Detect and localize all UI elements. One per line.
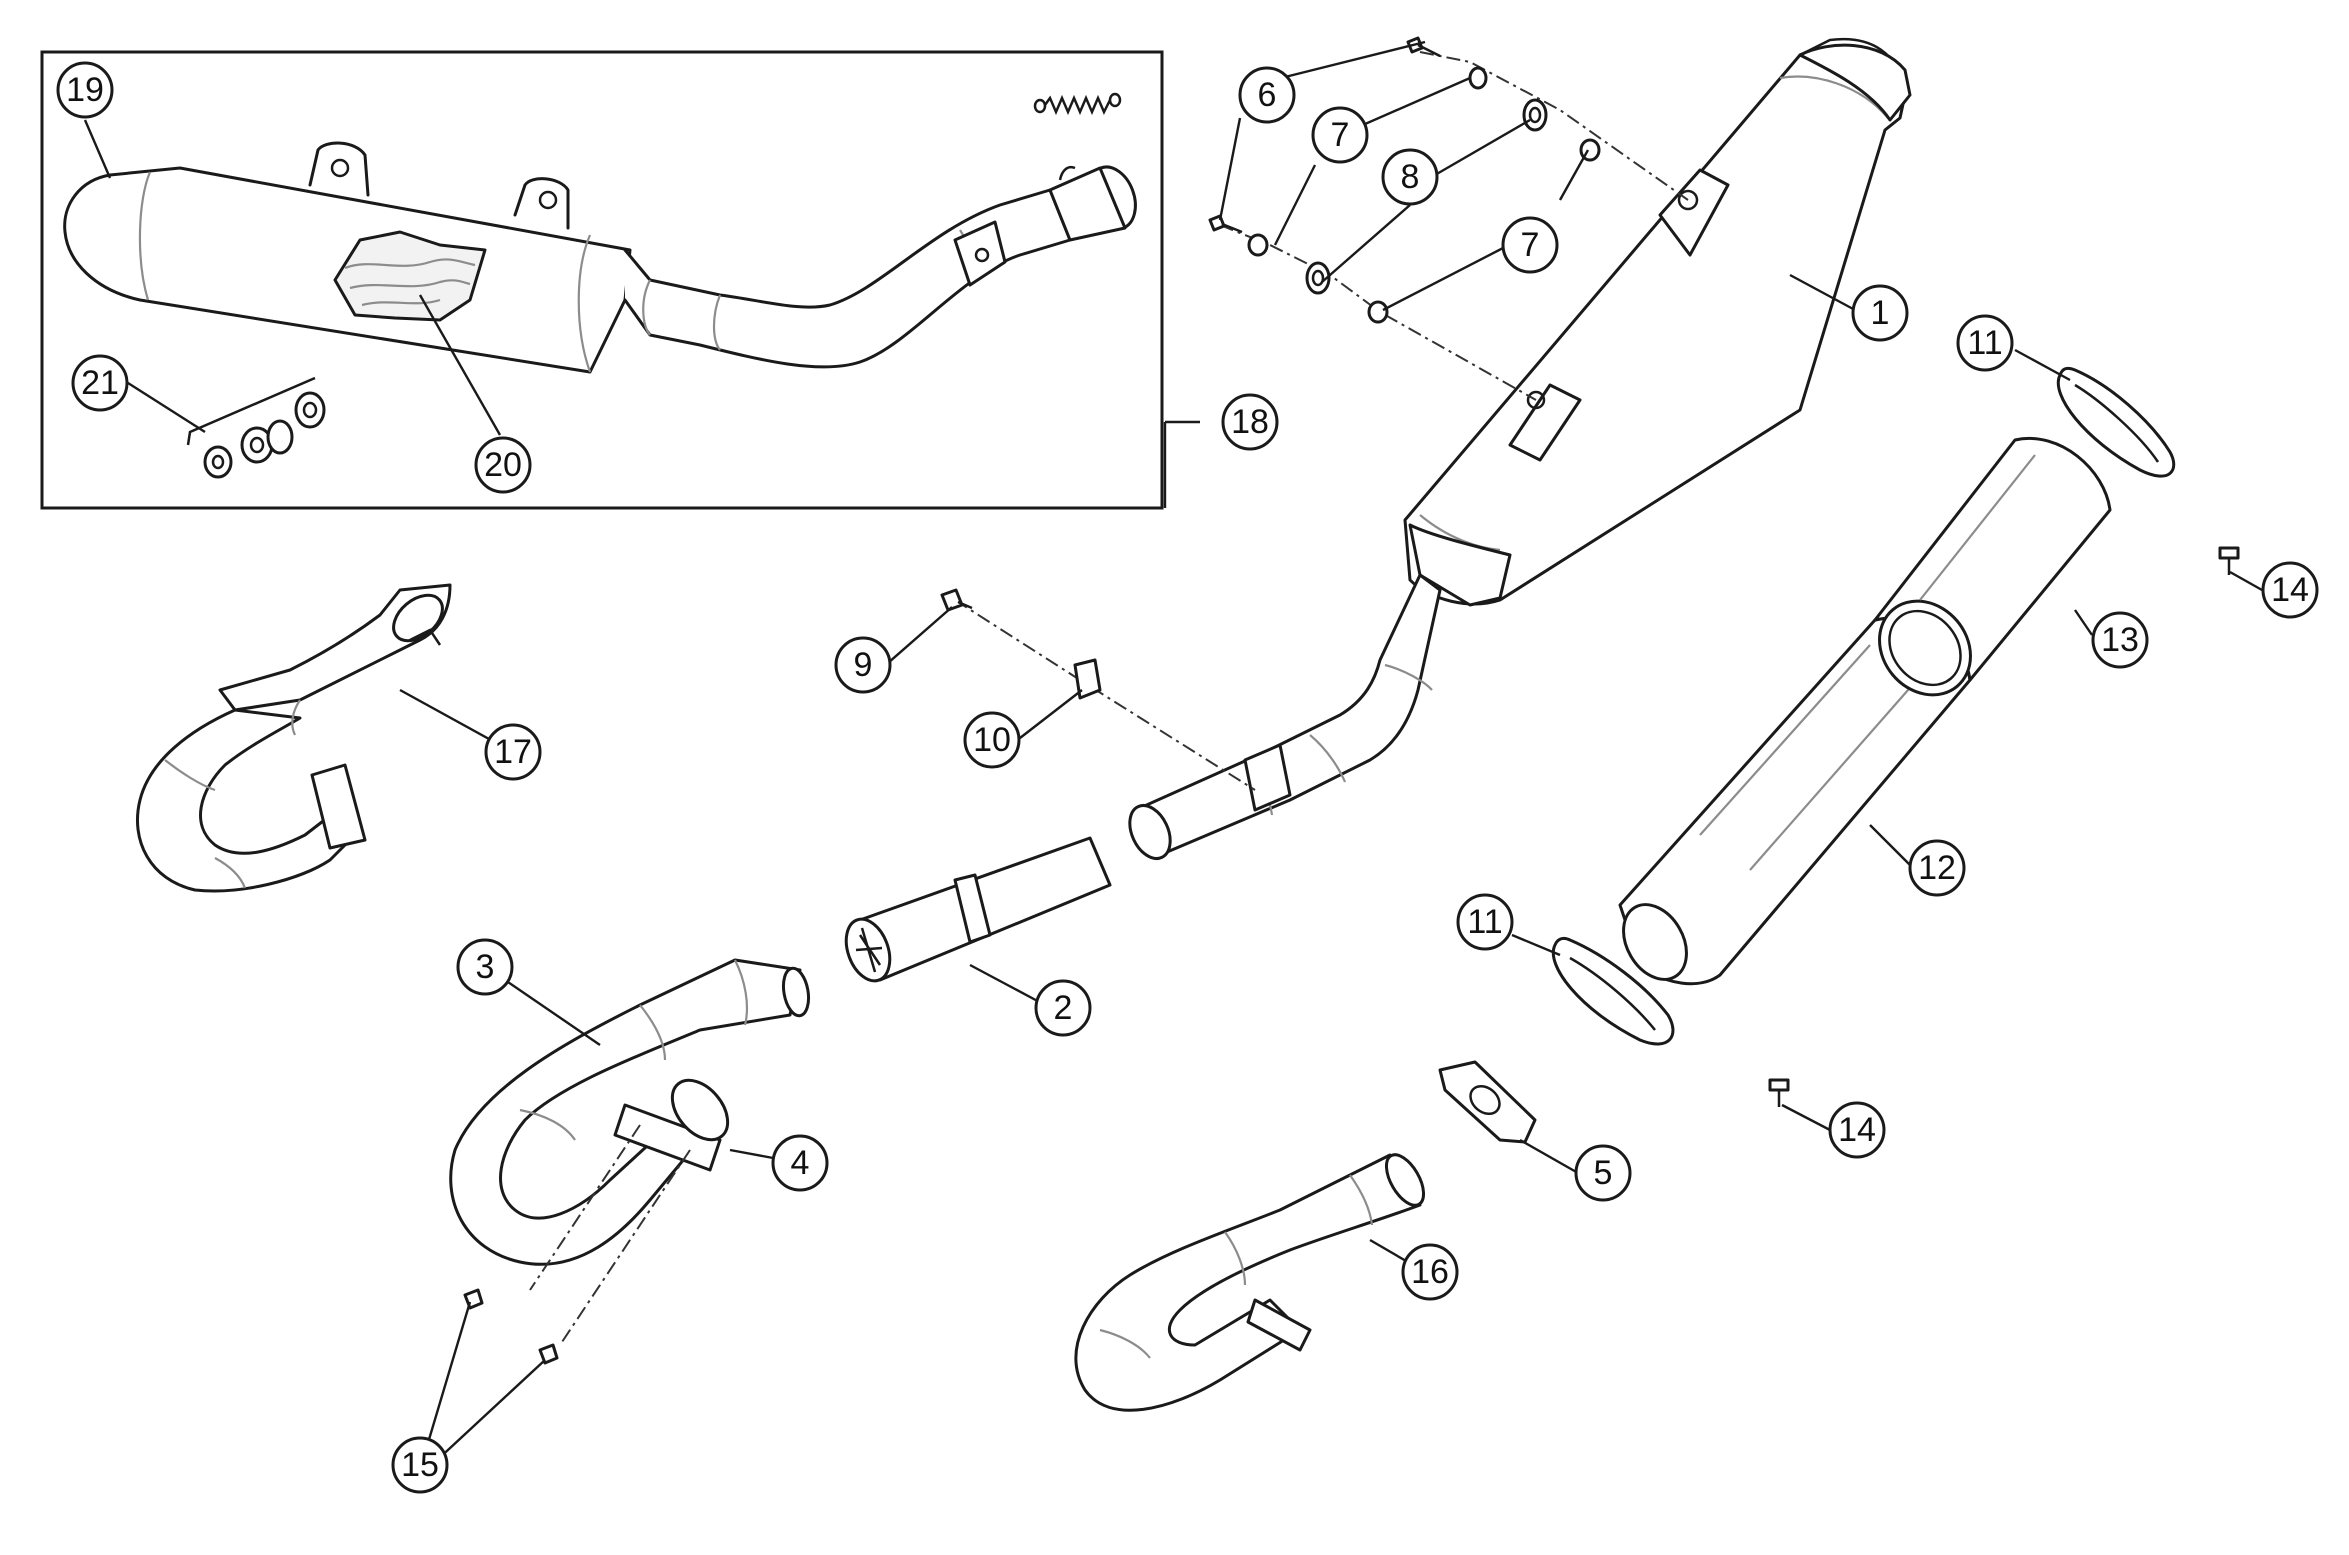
svg-text:17: 17 [494, 733, 532, 771]
svg-text:8: 8 [1401, 158, 1420, 196]
callout-2: 2 [1034, 979, 1092, 1037]
svg-text:18: 18 [1231, 403, 1269, 441]
svg-text:10: 10 [973, 721, 1011, 759]
svg-text:16: 16 [1411, 1253, 1449, 1291]
callout-12: 12 [1908, 839, 1966, 897]
svg-text:6: 6 [1258, 76, 1277, 114]
callout-7-upper: 7 [1311, 106, 1369, 164]
callout-21: 21 [71, 354, 129, 412]
callout-4: 4 [771, 1134, 829, 1192]
gasket-flange [1438, 1060, 1537, 1144]
callout-19: 19 [56, 61, 114, 119]
end-clamp-lower [1551, 936, 1675, 1046]
svg-text:9: 9 [854, 646, 873, 684]
silencer-sleeve-lower [1618, 616, 1972, 986]
callout-9: 9 [834, 636, 892, 694]
inset-grommet-set [186, 376, 326, 479]
screw-upper [2218, 546, 2240, 575]
callout-14-lower: 14 [1828, 1101, 1886, 1159]
callout-20: 20 [474, 436, 532, 494]
silencer-sleeve-upper [1873, 437, 2112, 697]
callout-5: 5 [1574, 1144, 1632, 1202]
svg-text:14: 14 [2271, 571, 2309, 609]
svg-text:1: 1 [1871, 294, 1890, 332]
svg-text:15: 15 [401, 1446, 439, 1484]
callout-10: 10 [963, 711, 1021, 769]
svg-text:7: 7 [1331, 116, 1350, 154]
svg-text:5: 5 [1594, 1154, 1613, 1192]
svg-text:11: 11 [1967, 324, 2002, 362]
callout-15: 15 [391, 1436, 449, 1494]
callout-7-lower: 7 [1501, 216, 1559, 274]
screw-lower [1768, 1078, 1790, 1107]
callout-6: 6 [1238, 66, 1296, 124]
svg-text:7: 7 [1521, 226, 1540, 264]
inset-silencer [63, 92, 1137, 374]
callout-11-lower: 11 [1456, 893, 1514, 951]
clamp-bolt-and-clip [940, 588, 1256, 791]
callout-14-upper: 14 [2261, 561, 2319, 619]
svg-text:11: 11 [1467, 903, 1502, 941]
packing-cutaway [333, 230, 487, 322]
svg-text:2: 2 [1054, 989, 1073, 1027]
svg-text:14: 14 [1838, 1111, 1876, 1149]
mid-pipe [1128, 573, 1442, 860]
callout-13: 13 [2091, 611, 2149, 669]
svg-text:21: 21 [81, 364, 119, 402]
header-pipe-a [449, 958, 811, 1365]
svg-text:4: 4 [791, 1144, 810, 1182]
callout-1: 1 [1851, 284, 1909, 342]
callout-8: 8 [1381, 148, 1439, 206]
callout-17: 17 [484, 723, 542, 781]
svg-text:13: 13 [2101, 621, 2139, 659]
link-pipe [844, 836, 1112, 983]
end-clamp-upper [2056, 366, 2176, 478]
inset-kit-frame [40, 50, 1164, 510]
svg-text:3: 3 [476, 948, 495, 986]
header-pipe-c [1074, 1153, 1426, 1412]
callout-18: 18 [1221, 393, 1279, 451]
silencer-main [1403, 37, 1912, 607]
callout-3: 3 [456, 938, 514, 996]
svg-text:19: 19 [66, 71, 104, 109]
svg-text:12: 12 [1918, 849, 1956, 887]
callout-11-upper: 11 [1956, 314, 2014, 372]
header-pipe-b [135, 583, 452, 893]
svg-text:20: 20 [484, 446, 522, 484]
callout-16: 16 [1401, 1243, 1459, 1301]
